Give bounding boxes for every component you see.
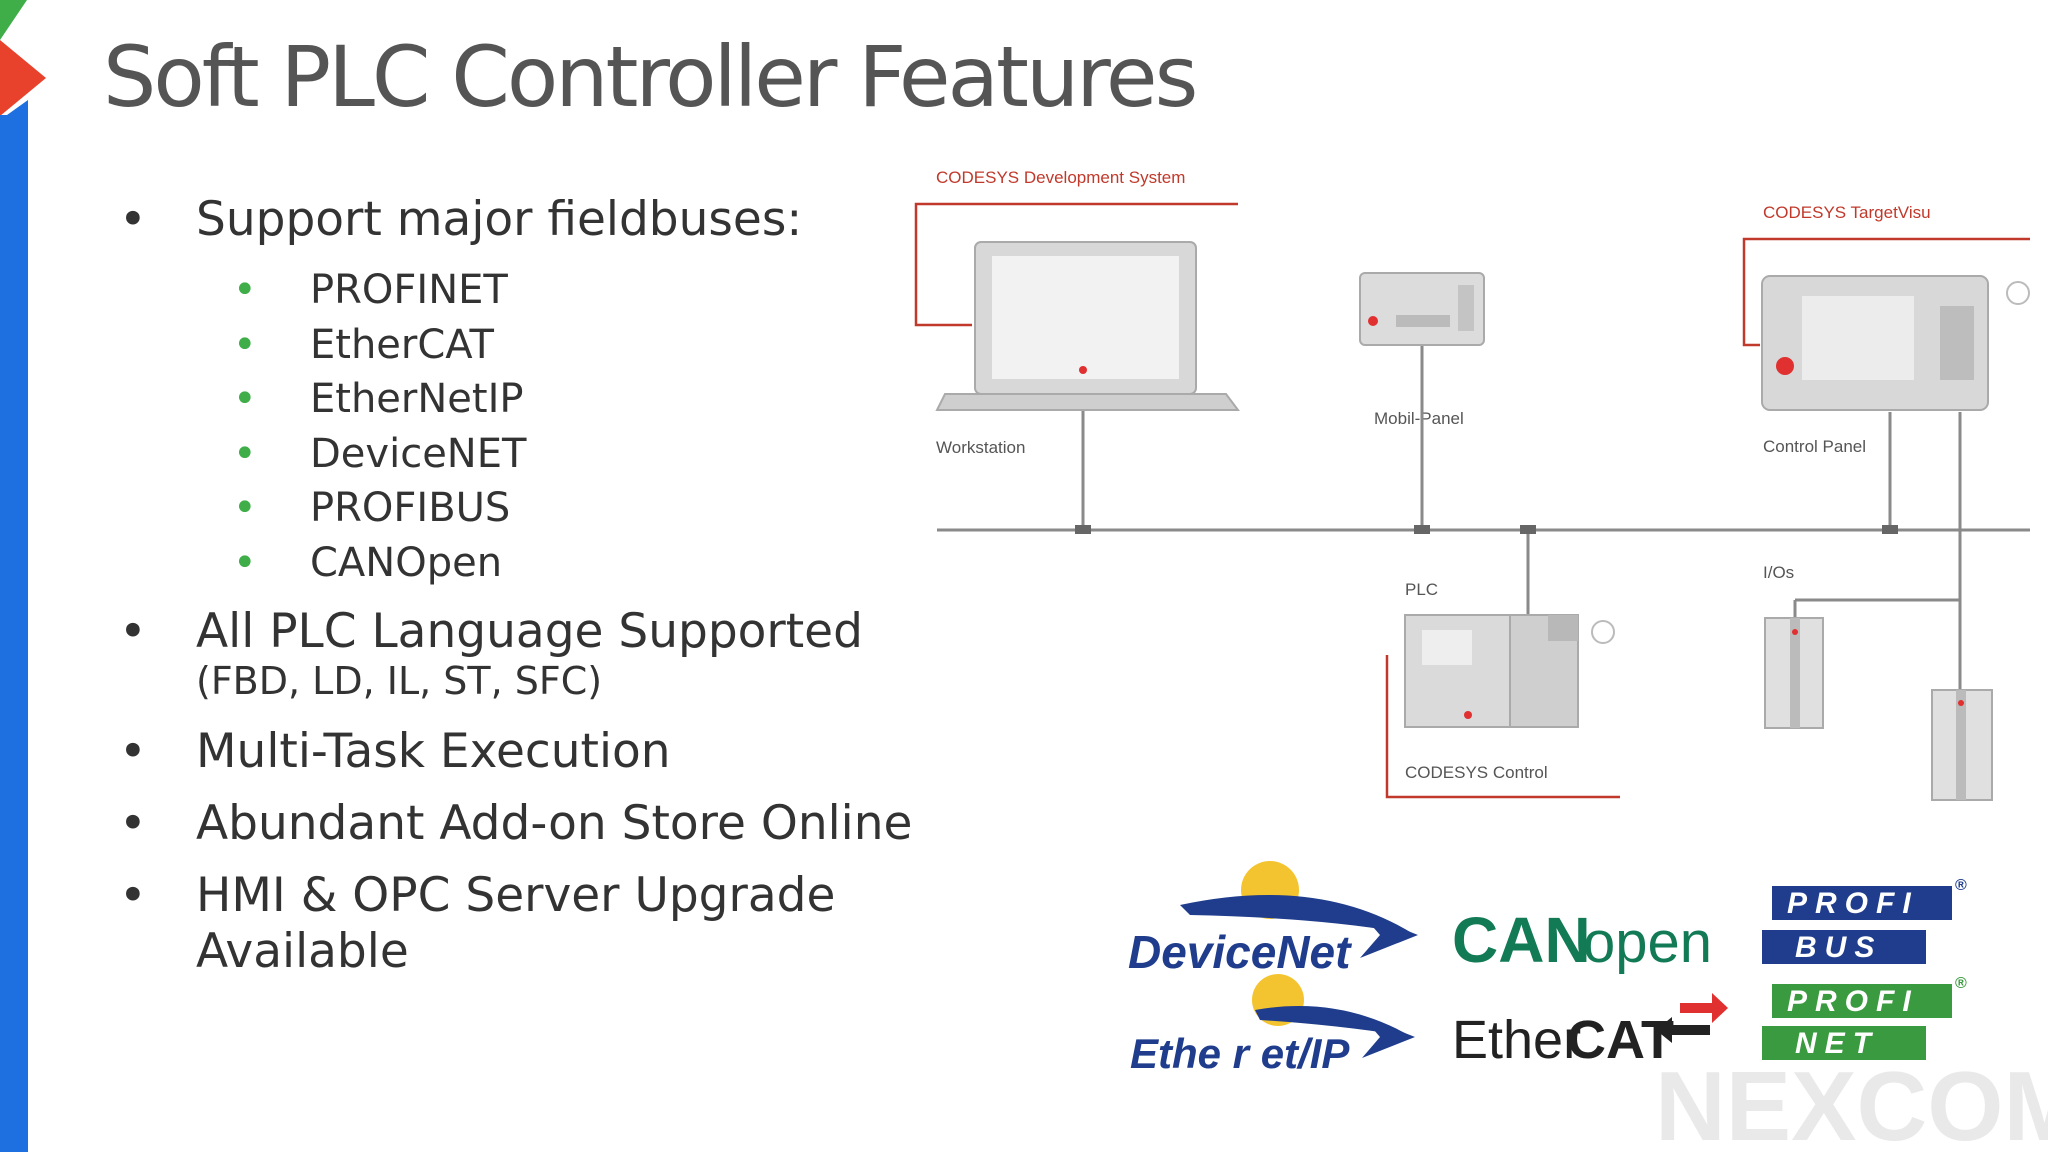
bullet-dot: • [233, 267, 257, 313]
ethercat-cat-text: CAT [1567, 1010, 1674, 1070]
network-bus [937, 340, 2030, 690]
profinet-bottom-text: NET [1795, 1027, 1879, 1060]
nexcom-watermark: NEXCOM [1655, 1051, 2048, 1152]
fieldbus-item-label: DeviceNET [310, 430, 527, 477]
profibus-logo: PROFI BUS ® [1762, 877, 1967, 964]
fieldbus-sublist: • PROFINET • EtherCAT • EtherNetIP • DeviceN… [115, 263, 995, 590]
fieldbus-item: • EtherNetIP [115, 372, 995, 427]
devicenet-logo: DeviceNet [1128, 861, 1418, 978]
feature-multitask-label: Multi-Task Execution [196, 724, 671, 779]
dev-system-label: CODESYS Development System [936, 168, 1185, 187]
ios-label: I/Os [1763, 563, 1794, 582]
control-panel-label: Control Panel [1763, 437, 1866, 456]
codesys-architecture-diagram: CODESYS Development System CODESYS Targe… [914, 168, 2030, 801]
bus-nodes [1075, 525, 1898, 534]
fieldbus-logos: DeviceNet Ethe r et/IP CAN open Ether CA… [1128, 861, 2048, 1152]
bullet-dot: • [233, 321, 257, 368]
feature-fieldbuses: • Support major fieldbuses: [115, 192, 995, 248]
accent-green-triangle [0, 0, 27, 40]
workstation-laptop [935, 241, 1240, 411]
profibus-top-text: PROFI [1787, 887, 1919, 920]
canopen-open-text: open [1583, 910, 1712, 975]
feature-languages-note: (FBD, LD, IL, ST, SFC) [196, 659, 603, 703]
plc-label: PLC [1405, 580, 1438, 599]
ethernetip-text: Ethe r et/IP [1130, 1030, 1350, 1077]
feature-languages-label: All PLC Language Supported [196, 604, 863, 659]
feature-addon-store: • Abundant Add-on Store Online [115, 796, 995, 852]
canopen-can-text: CAN [1452, 904, 1591, 976]
codesys-control-label: CODESYS Control [1405, 763, 1548, 782]
mobil-panel-label: Mobil-Panel [1374, 409, 1464, 428]
plc-device [1404, 614, 1615, 728]
slide-title: Soft PLC Controller Features [103, 28, 1198, 126]
profinet-logo: PROFI NET ® [1762, 975, 1967, 1060]
bullet-dot: • [233, 485, 257, 531]
ethercat-logo: Ether CAT [1452, 993, 1728, 1070]
fieldbus-item: • EtherCAT [115, 318, 995, 373]
bullet-dot: • [233, 539, 257, 586]
ethernetip-logo: Ethe r et/IP [1130, 974, 1415, 1077]
accent-blue-bar [0, 115, 28, 1152]
workstation-label: Workstation [936, 438, 1025, 457]
fieldbus-item-label: PROFIBUS [310, 485, 511, 531]
feature-addon-store-label: Abundant Add-on Store Online [196, 796, 913, 851]
fieldbus-item-label: EtherNetIP [310, 376, 524, 422]
profibus-bottom-text: BUS [1795, 931, 1882, 964]
feature-hmi-opc: • HMI & OPC Server Upgrade Available [115, 868, 995, 980]
ethercat-ether-text: Ether [1452, 1010, 1581, 1070]
profinet-registered-mark: ® [1955, 975, 1967, 992]
feature-hmi-opc-label: HMI & OPC Server Upgrade Available [196, 868, 836, 979]
profinet-top-text: PROFI [1787, 985, 1919, 1018]
devicenet-text: DeviceNet [1128, 926, 1352, 978]
feature-fieldbuses-label: Support major fieldbuses: [196, 192, 803, 247]
bullet-dot: • [119, 192, 147, 247]
profibus-registered-mark: ® [1955, 877, 1967, 894]
bullet-dot: • [119, 724, 147, 779]
fieldbus-item-label: CANOpen [310, 539, 503, 586]
fieldbus-item: • PROFIBUS [115, 481, 995, 536]
fieldbus-item: • PROFINET [115, 263, 995, 318]
fieldbus-item: • CANOpen [115, 536, 995, 591]
canopen-logo: CAN open [1452, 904, 1712, 976]
feature-languages: • All PLC Language Supported (FBD, LD, I… [115, 604, 995, 702]
bullet-dot: • [119, 604, 147, 659]
ethercat-arrow-icon [1680, 993, 1728, 1023]
feature-list: • Support major fieldbuses: • PROFINET • E… [115, 192, 995, 995]
mobil-panel-device [1359, 272, 1485, 346]
io-modules [1764, 617, 1993, 801]
control-panel-device [1761, 275, 2030, 411]
fieldbus-item: • DeviceNET [115, 427, 995, 482]
fieldbus-item-label: PROFINET [310, 267, 508, 313]
fieldbus-item-label: EtherCAT [310, 321, 494, 368]
bullet-dot: • [119, 868, 147, 923]
bullet-dot: • [233, 376, 257, 422]
ethercat-arrow-back-icon [1656, 1017, 1710, 1043]
target-visu-label: CODESYS TargetVisu [1763, 203, 1931, 222]
feature-multitask: • Multi-Task Execution [115, 724, 995, 780]
red-connector-lines [914, 202, 2030, 799]
bullet-dot: • [119, 796, 147, 851]
bullet-dot: • [233, 430, 257, 477]
